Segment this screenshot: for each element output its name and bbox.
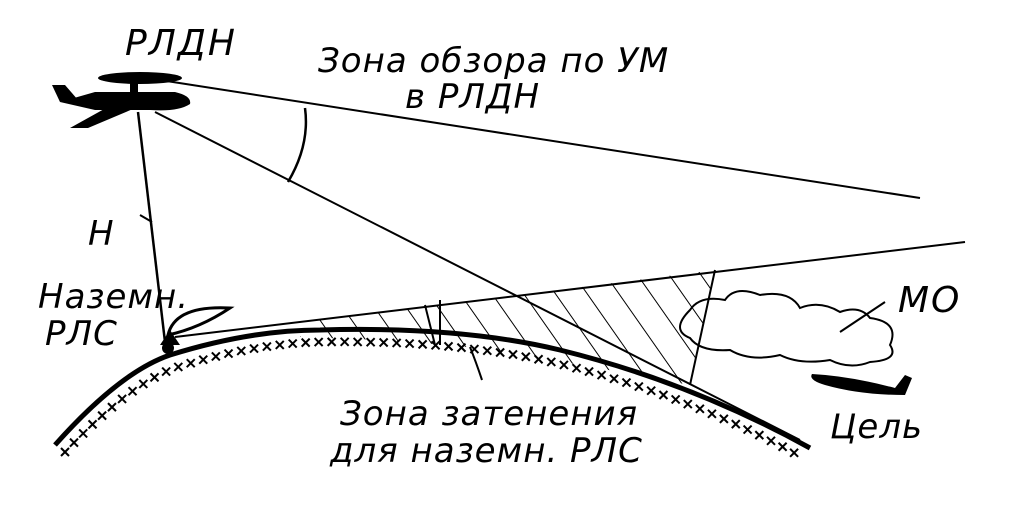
height-label: Н [88, 214, 115, 254]
earth-cross-mark [211, 351, 221, 362]
aewc-aircraft-icon [52, 72, 191, 128]
cloud-icon [679, 290, 894, 367]
earth-cross-mark [339, 337, 350, 347]
earth-cross-mark [584, 366, 594, 377]
earth-cross-mark [766, 436, 776, 446]
earth-cross-mark [107, 402, 117, 412]
earth-cross-mark [127, 386, 138, 396]
earth-cross-mark [262, 341, 272, 352]
earth-cross-mark [173, 362, 183, 372]
earth-cross-mark [719, 414, 729, 424]
earth-cross-mark [378, 337, 389, 348]
ground-radar-label-line2: РЛС [45, 314, 118, 354]
earth-cross-mark [683, 399, 693, 409]
earth-cross-mark [249, 343, 259, 354]
mo-label: МО [898, 280, 961, 321]
earth-cross-mark [546, 357, 556, 367]
earth-cross-mark [695, 404, 705, 414]
labels: РЛДН Зона обзора по УМ в РЛДН Н Наземн. … [38, 23, 961, 471]
earth-cross-mark [742, 424, 753, 435]
earth-cross-mark [609, 374, 619, 384]
target-label: Цель [830, 407, 923, 447]
ground-radar-icon [160, 306, 235, 354]
earth-cross-mark [430, 340, 441, 350]
earth-cross-mark [97, 410, 107, 421]
earth-cross-mark [417, 339, 428, 350]
ground-radar-label-line1: Наземн. [38, 277, 189, 317]
shadow-zone-label-line2: для наземн. РЛС [329, 431, 643, 471]
earth-cross-mark [508, 349, 518, 360]
earth-cross-mark [404, 338, 415, 349]
earth-cross-mark [161, 366, 171, 377]
earth-cross-mark [287, 338, 298, 349]
earth-cross-mark [186, 358, 196, 368]
earth-cross-mark [87, 419, 98, 430]
earth-cross-mark [533, 354, 544, 364]
earth-cross-mark [670, 394, 681, 405]
earth-hatch-marks [60, 337, 799, 458]
earth-cross-mark [117, 394, 127, 404]
zone-view-label-line2: в РЛДН [405, 77, 540, 117]
radar-beams [136, 79, 966, 441]
earth-cross-mark [495, 347, 505, 358]
earth-cross-mark [482, 345, 492, 356]
earth-cross-mark [596, 370, 607, 380]
earth-surface [53, 326, 812, 458]
earth-cross-mark [69, 437, 79, 448]
earth-cross-mark [789, 448, 799, 458]
earth-cross-mark [559, 360, 569, 370]
earth-cross-mark [236, 346, 246, 356]
earth-cross-mark [646, 386, 656, 396]
earth-cross-mark [391, 338, 402, 348]
earth-cross-mark [352, 337, 363, 347]
target-aircraft-icon [811, 374, 912, 395]
earth-cross-mark [456, 342, 467, 353]
zone-view-label-line1: Зона обзора по УМ [318, 41, 669, 81]
earth-cross-mark [138, 379, 149, 389]
earth-cross-mark [300, 337, 311, 348]
earth-cross-mark [571, 363, 582, 373]
earth-cross-mark [78, 428, 88, 439]
earth-cross-mark [443, 341, 454, 352]
earth-cross-mark [198, 354, 208, 365]
earth-cross-mark [60, 447, 70, 457]
earth-cross-mark [731, 419, 741, 429]
earth-cross-mark [326, 337, 337, 347]
earth-cross-mark [275, 340, 285, 350]
earth-cross-mark [313, 337, 324, 347]
rldn-label: РЛДН [125, 23, 237, 64]
earth-cross-mark [149, 372, 160, 383]
earth-cross-mark [365, 337, 376, 347]
earth-cross-mark [658, 390, 669, 400]
earth-cross-mark [754, 430, 765, 440]
earth-cross-mark [469, 344, 480, 354]
earth-cross-mark [707, 409, 717, 419]
earth-cross-mark [634, 381, 644, 392]
shadow-zone-label-line1: Зона затенения [340, 394, 638, 434]
earth-cross-mark [223, 348, 234, 359]
earth-cross-mark [777, 442, 788, 452]
earth-cross-mark [521, 352, 531, 362]
earth-cross-mark [621, 377, 632, 388]
shadow-zone [300, 269, 716, 386]
